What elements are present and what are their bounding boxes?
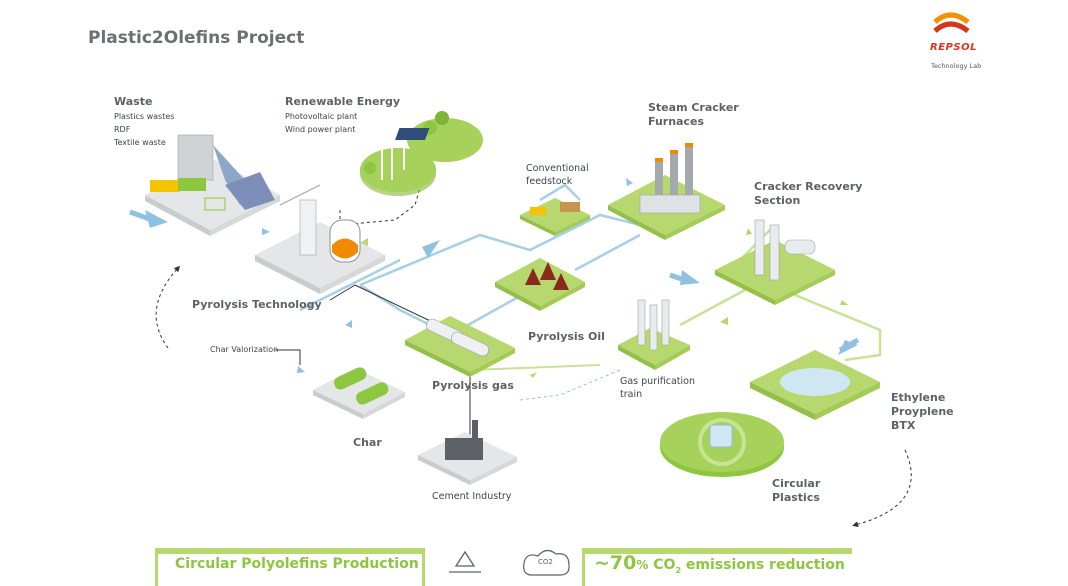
cracker-recovery-line2: Section: [754, 194, 801, 207]
recycle-icon: [449, 550, 481, 573]
char-platform: [313, 367, 405, 419]
ethylene-platform: [750, 350, 880, 420]
renewable-title: Renewable Energy: [285, 95, 401, 108]
page-title: Plastic2Olefins Project: [88, 28, 305, 48]
conventional-line1: Conventional: [526, 163, 589, 174]
conventional-line2: feedstock: [526, 176, 573, 187]
cement-industry-platform: [418, 420, 517, 485]
co2-icon-label: CO2: [538, 558, 553, 566]
char-label: Char: [353, 436, 382, 449]
gas-purification-line2: train: [620, 389, 643, 400]
circular-production-text: Circular Polyolefins Production: [175, 556, 419, 572]
pyrolysis-technology-label: Pyrolysis Technology: [192, 298, 322, 311]
waste-title: Waste: [114, 95, 153, 108]
emissions-percent-sign: %: [636, 558, 649, 572]
cement-industry-label: Cement Industry: [432, 491, 512, 502]
emissions-banner: ~70% CO2 emissions reduction: [582, 548, 852, 586]
co2-cloud-icon: [523, 549, 570, 576]
cracker-recovery-platform: [715, 219, 835, 305]
renewable-item: Wind power plant: [285, 125, 356, 134]
renewable-platform: [360, 111, 483, 196]
pyrolysis-technology-platform: [255, 184, 385, 294]
product-ethylene: Ethylene: [891, 391, 946, 404]
cracker-recovery-line1: Cracker Recovery: [754, 180, 863, 193]
steam-cracker-line1: Steam Cracker: [648, 101, 739, 114]
emissions-text: ~70% CO2 emissions reduction: [594, 552, 845, 575]
waste-item: Plastics wastes: [114, 112, 175, 121]
product-propylene: Proyplene: [891, 405, 954, 418]
steam-cracker-line2: Furnaces: [648, 115, 705, 128]
waste-item: RDF: [114, 125, 131, 134]
emissions-percent-value: ~70: [594, 552, 637, 574]
pyrolysis-oil-platform: [495, 258, 585, 311]
logo-subtitle: Technology Lab: [931, 62, 982, 70]
circular-plastics-line1: Circular: [772, 477, 821, 490]
gas-purification-line1: Gas purification: [620, 376, 695, 387]
renewable-item: Photovoltaic plant: [285, 112, 358, 121]
emissions-co: CO: [648, 557, 676, 573]
waste-item: Textile waste: [114, 138, 166, 147]
gas-purification-platform: [618, 299, 690, 370]
pyrolysis-gas-platform: [405, 316, 515, 377]
flow-arrows: [129, 178, 860, 378]
repsol-logo-icon: [933, 12, 970, 34]
circular-production-banner: Circular Polyolefins Production: [155, 548, 425, 586]
emissions-tail: emissions reduction: [681, 557, 845, 573]
conventional-feedstock-platform: [520, 198, 590, 236]
waste-platform: [145, 134, 280, 236]
logo-brand: REPSOL: [930, 42, 977, 53]
circular-plastics-line2: Plastics: [772, 491, 820, 504]
pyrolysis-gas-label: Pyrolysis gas: [432, 379, 514, 392]
circular-plastics-platform: [660, 412, 784, 477]
steam-cracker-platform: [608, 143, 725, 240]
product-btx: BTX: [891, 419, 916, 432]
pyrolysis-oil-label: Pyrolysis Oil: [528, 330, 605, 343]
char-valorization-label: Char Valorization: [210, 345, 279, 354]
emissions-co-sub: 2: [675, 566, 682, 576]
